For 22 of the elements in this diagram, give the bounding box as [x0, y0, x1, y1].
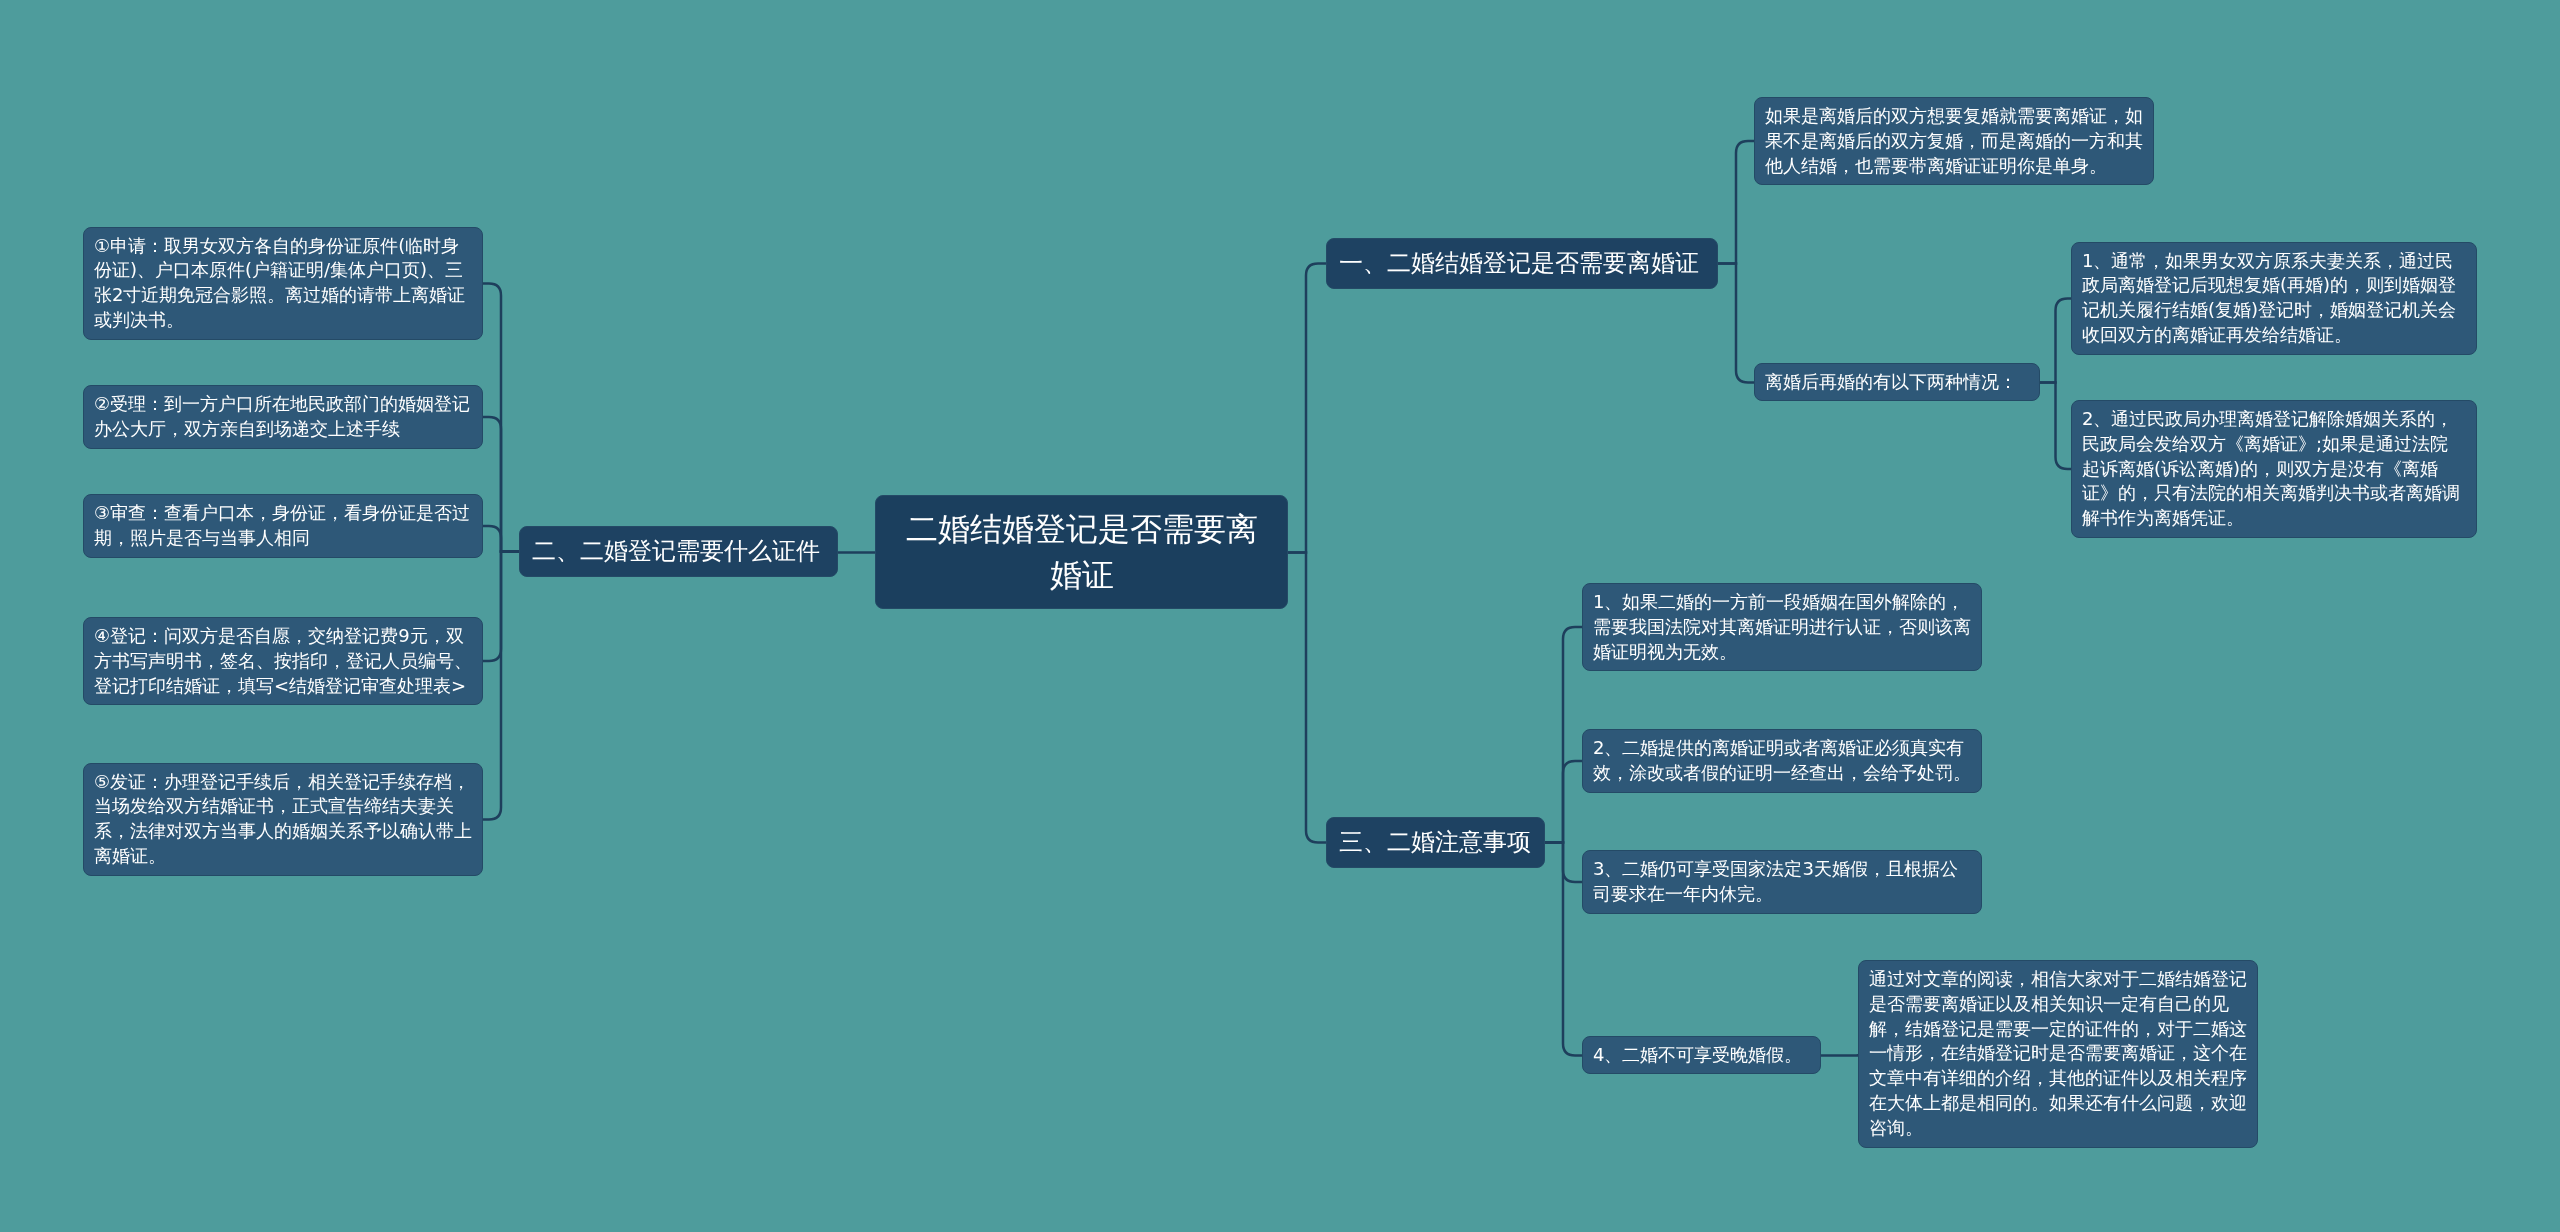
topic-box: 1、如果二婚的一方前一段婚姻在国外解除的，需要我国法院对其离婚证明进行认证，否则该离婚证明视为无效。	[1582, 583, 1982, 672]
connector-line	[1288, 551, 1326, 844]
topic-box: 如果是离婚后的双方想要复婚就需要离婚证，如果不是离婚后的双方复婚，而是离婚的一方和其他人结婚，也需要带离婚证证明你是单身。	[1754, 97, 2154, 186]
topic-box: ②受理：到一方户口所在地民政部门的婚姻登记办公大厅，双方亲自到场递交上述手续	[83, 385, 483, 449]
topic-box: 2、二婚提供的离婚证明或者离婚证必须真实有效，涂改或者假的证明一经查出，会给予处罚。	[1582, 729, 1982, 793]
central-topic-box: 二婚结婚登记是否需要离婚证	[875, 494, 1288, 610]
topic-box: 3、二婚仍可享受国家法定3天婚假，且根据公司要求在一年内休完。	[1582, 850, 1982, 914]
topic-box: ③审查：查看户口本，身份证，看身份证是否过期，照片是否与当事人相同	[83, 494, 483, 558]
connector-line	[1821, 1053, 1860, 1057]
branch-topic-box: 一、二婚结婚登记是否需要离婚证	[1326, 237, 1718, 289]
topic-box: 离婚后再婚的有以下两种情况：	[1754, 362, 2040, 402]
branch-topic-box: 三、二婚注意事项	[1326, 816, 1545, 868]
topic-box: ⑤发证：办理登记手续后，相关登记手续存档，当场发给双方结婚证书，正式宣告缔结夫妻关系，法律对双方当事人的婚姻关系予以确认带上离婚证。	[83, 762, 483, 876]
connector-line	[836, 550, 875, 554]
topic-box: ①申请：取男女双方各自的身份证原件(临时身份证)、户口本原件(户籍证明/集体户口页)、三张2寸近期免冠合影照。离过婚的请带上离婚证或判决书。	[83, 226, 483, 340]
connector-line	[1545, 841, 1582, 1057]
branch-topic-box: 二、二婚登记需要什么证件	[519, 525, 838, 577]
topic-box: 4、二婚不可享受晚婚假。	[1582, 1035, 1821, 1075]
topic-box: 通过对文章的阅读，相信大家对于二婚结婚登记是否需要离婚证以及相关知识一定有自己的见解，结婚登记是需要一定的证件的，对于二婚这一情形，在结婚登记时是否需要离婚证，这个在文章中有详细的介绍，其他的证件以及相关程序在大体上都是相同的。如果还有什么问题，欢迎咨询。	[1858, 960, 2258, 1148]
topic-box: 1、通常，如果男女双方原系夫妻关系，通过民政局离婚登记后现想复婚(再婚)的，则到婚姻登记机关履行结婚(复婚)登记时，婚姻登记机关会收回双方的离婚证再发给结婚证。	[2071, 241, 2477, 355]
topic-box: ④登记：问双方是否自愿，交纳登记费9元，双方书写声明书，签名、按指印，登记人员编号、登记打印结婚证，填写<结婚登记审查处理表>	[83, 617, 483, 706]
topic-box: 2、通过民政局办理离婚登记解除婚姻关系的，民政局会发给双方《离婚证》;如果是通过法院起诉离婚(诉讼离婚)的，则双方是没有《离婚证》的，只有法院的相关离婚判决书或者离婚调解书作为离婚凭证。	[2071, 400, 2477, 539]
